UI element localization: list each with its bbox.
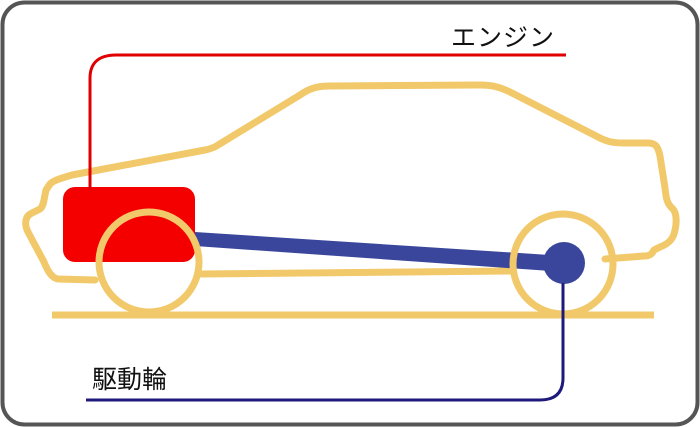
drive-wheel-hub — [543, 242, 585, 284]
drive-shaft — [195, 232, 565, 272]
engine-leader-line — [88, 53, 566, 190]
drive-wheel-label: 駆動輪 — [92, 365, 168, 394]
front-wheel — [95, 208, 203, 316]
drive-wheel-leader-line — [86, 283, 565, 402]
car-body-outline — [22, 81, 680, 284]
car-sill-line — [199, 267, 514, 278]
engine-block — [63, 187, 195, 262]
engine-label: エンジン — [451, 23, 556, 52]
